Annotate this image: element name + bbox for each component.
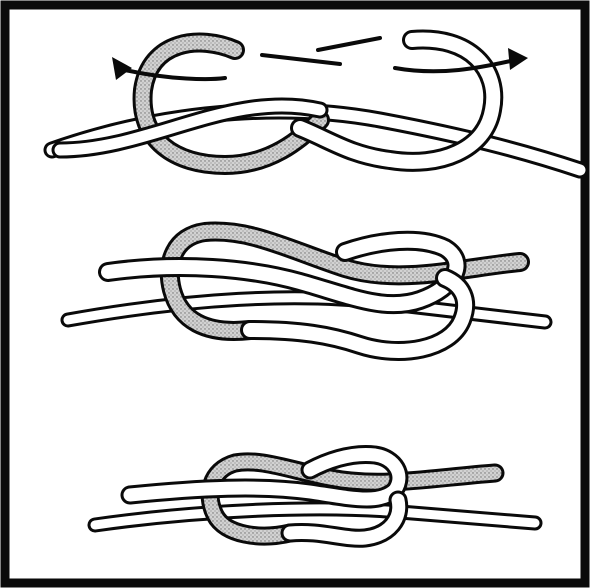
arrow-head-left-icon xyxy=(112,57,132,80)
step-1-white-loop xyxy=(300,40,493,162)
knot-step-1 xyxy=(52,38,580,170)
knot-step-3 xyxy=(95,454,535,538)
knot-step-2 xyxy=(68,232,545,351)
arrow-head-right-icon xyxy=(508,48,528,70)
step-3-base-rope xyxy=(95,509,535,525)
